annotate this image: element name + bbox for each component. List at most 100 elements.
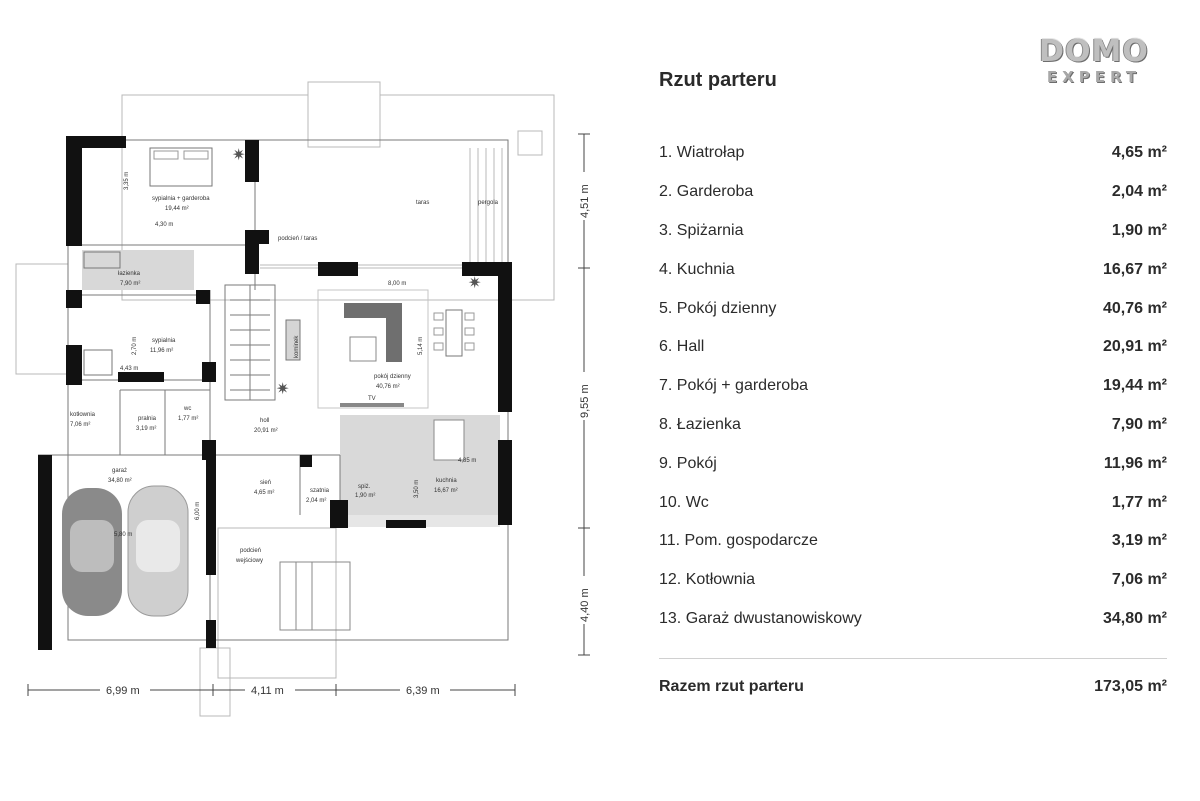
dim-bottom-mid: 4,11 m: [251, 685, 284, 697]
room-row: 9. Pokój 11,96 m²: [659, 444, 1167, 483]
label-entrance-1: podcień: [240, 548, 261, 554]
dim-right-top: 4,51 m: [579, 184, 591, 218]
label-hall: holl: [260, 418, 269, 424]
room-area: 11,96 m²: [1103, 454, 1167, 472]
label-bedroom1-depth: 3,35 m: [124, 172, 130, 190]
terrace-outline: [15, 81, 555, 717]
floor-fills: [82, 250, 500, 527]
room-row: 13. Garaż dwustanowiskowy 34,80 m²: [659, 600, 1167, 639]
room-labels: sypialnia + garderoba 19,44 m² 4,30 m 3,…: [70, 172, 499, 564]
room-name: 7. Pokój + garderoba: [659, 377, 808, 395]
room-name: 13. Garaż dwustanowiskowy: [659, 609, 862, 627]
dim-bottom-right: 6,39 m: [406, 685, 440, 697]
logo: DOMO EXPERT: [1024, 36, 1164, 94]
room-area: 19,44 m²: [1102, 377, 1167, 395]
label-kitchen: kuchnia: [436, 478, 457, 484]
room-area: 7,06 m²: [1111, 571, 1167, 589]
label-bedroom2-width: 4,43 m: [120, 366, 138, 372]
label-garage-depth: 6,00 m: [195, 502, 201, 520]
room-row: 2. Garderoba 2,04 m²: [659, 173, 1167, 212]
label-living-area: 40,76 m²: [376, 384, 400, 390]
label-living: pokój dzienny: [374, 374, 411, 380]
room-row: 12. Kotłownia 7,06 m²: [659, 561, 1167, 600]
label-wc-area: 1,77 m²: [178, 416, 198, 422]
room-list-panel: Rzut parteru 1. Wiatrołap 4,65 m² 2. Gard…: [659, 0, 1167, 801]
room-row: 5. Pokój dzienny 40,76 m²: [659, 289, 1167, 328]
logo-line2: EXPERT: [1046, 68, 1142, 86]
label-bathroom-area: 7,90 m²: [120, 281, 140, 287]
total-row: Razem rzut parteru 173,05 m²: [659, 678, 1167, 696]
label-boiler: kotłownia: [70, 412, 96, 418]
label-garage-area: 34,80 m²: [108, 478, 132, 484]
room-row: 7. Pokój + garderoba 19,44 m²: [659, 367, 1167, 406]
label-pantry-area: 1,90 m²: [355, 493, 375, 499]
label-laundry-area: 3,19 m²: [136, 426, 156, 432]
label-tv: TV: [368, 396, 376, 402]
label-entrance-2: wejściowy: [235, 558, 263, 564]
floor-plan: ✷ ✷ ✷ sypialnia + garderoba 19,44 m² 4,3…: [15, 81, 591, 717]
car-left: [62, 488, 122, 616]
label-bathroom: łazienka: [118, 271, 141, 277]
label-bedroom1-area: 19,44 m²: [165, 206, 189, 212]
room-name: 1. Wiatrołap: [659, 144, 745, 162]
label-kitchen-area: 16,67 m²: [434, 488, 458, 494]
floor-plan-drawing: ✷ ✷ ✷ sypialnia + garderoba 19,44 m² 4,3…: [15, 81, 591, 717]
svg-text:✷: ✷: [232, 145, 245, 164]
label-bedroom1-width: 4,30 m: [155, 222, 173, 228]
room-row: 3. Spiżarnia 1,90 m²: [659, 212, 1167, 251]
room-name: 2. Garderoba: [659, 183, 754, 201]
room-area: 1,90 m²: [1111, 221, 1167, 239]
label-terrace: taras: [416, 200, 429, 206]
room-row: 11. Pom. gospodarcze 3,19 m²: [659, 522, 1167, 561]
room-area: 16,67 m²: [1102, 260, 1167, 278]
label-vestibule: sień: [260, 480, 271, 486]
label-garage: garaż: [112, 468, 127, 474]
label-kitchen-depth: 3,50 m: [414, 480, 420, 498]
label-living-depth: 5,14 m: [418, 337, 424, 355]
label-porch: podcień / taras: [278, 236, 317, 242]
room-area: 34,80 m²: [1102, 609, 1167, 627]
label-bedroom1: sypialnia + garderoba: [152, 196, 210, 202]
room-name: 12. Kotłownia: [659, 571, 756, 589]
label-bedroom2: sypialnia: [152, 338, 176, 344]
total-value: 173,05 m²: [1094, 678, 1167, 695]
room-name: 11. Pom. gospodarcze: [659, 532, 818, 550]
dimension-labels: 6,99 m 4,11 m 6,39 m 4,51 m 9,55 m 4,40 …: [100, 172, 591, 698]
room-row: 4. Kuchnia 16,67 m²: [659, 250, 1167, 289]
room-area: 20,91 m²: [1102, 338, 1167, 356]
room-area: 4,65 m²: [1111, 144, 1167, 162]
room-area: 2,04 m²: [1111, 183, 1167, 201]
label-vestibule-area: 4,65 m²: [254, 490, 274, 496]
svg-text:✷: ✷: [468, 273, 481, 292]
room-area: 40,76 m²: [1102, 299, 1167, 317]
label-wardrobe: szatnia: [310, 488, 330, 494]
room-name: 4. Kuchnia: [659, 260, 735, 278]
svg-text:✷: ✷: [276, 379, 289, 398]
room-name: 8. Łazienka: [659, 415, 741, 433]
label-garage-width: 5,80 m: [114, 532, 132, 538]
dim-bottom-left: 6,99 m: [106, 685, 140, 697]
room-name: 10. Wc: [659, 493, 709, 511]
label-boiler-area: 7,06 m²: [70, 422, 90, 428]
room-area: 3,19 m²: [1111, 532, 1167, 550]
room-area: 7,90 m²: [1111, 415, 1167, 433]
room-name: 5. Pokój dzienny: [659, 299, 777, 317]
label-kitchen-width: 4,85 m: [458, 458, 476, 464]
panel-title: Rzut parteru: [659, 69, 777, 91]
label-living-width: 8,00 m: [388, 281, 406, 287]
label-laundry: pralnia: [138, 416, 157, 422]
label-hall-area: 20,91 m²: [254, 428, 278, 434]
room-row: 8. Łazienka 7,90 m²: [659, 406, 1167, 445]
label-wc: wc: [183, 406, 191, 412]
car-right: [127, 485, 189, 617]
room-name: 9. Pokój: [659, 454, 717, 472]
label-bedroom2-depth: 2,70 m: [132, 337, 138, 355]
label-bedroom2-area: 11,96 m²: [150, 348, 173, 354]
dim-right-mid: 9,55 m: [579, 384, 591, 418]
room-name: 3. Spiżarnia: [659, 221, 744, 239]
divider: [659, 658, 1167, 659]
logo-line1: DOMO: [1039, 34, 1149, 69]
